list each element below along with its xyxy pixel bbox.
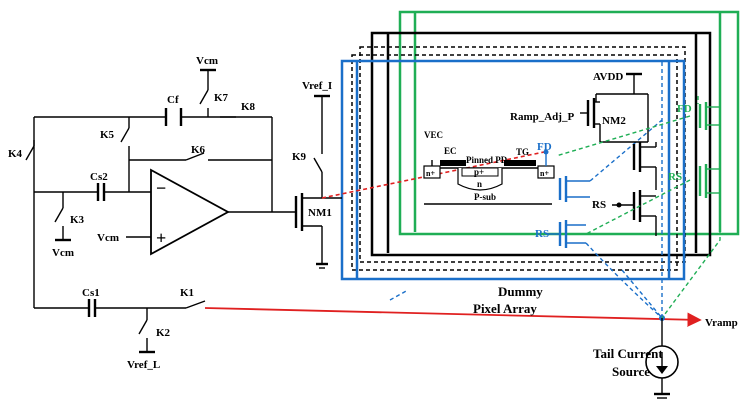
pixel-cell (423, 160, 555, 205)
label-n: n (477, 179, 482, 189)
label-vcm-top: Vcm (196, 55, 218, 67)
label-vec: VEC (424, 130, 443, 140)
k5-switch (120, 127, 130, 143)
pixel-array-frames (340, 10, 740, 281)
k3-switch (54, 207, 64, 223)
frame-green (398, 10, 740, 236)
label-n-plus-left: n+ (426, 169, 435, 178)
label-p-sub: P-sub (474, 192, 496, 202)
p-plus-layer (461, 167, 499, 177)
label-tg: TG (516, 147, 529, 157)
label-k6: K6 (191, 144, 206, 156)
label-k5: K5 (100, 129, 115, 141)
label-vcm-k3: Vcm (52, 247, 74, 259)
label-fd-green: FD (677, 103, 692, 115)
frame-blue (340, 59, 686, 281)
label-fd-blue: FD (537, 141, 552, 153)
label-n-plus-right: n+ (540, 169, 549, 178)
k1-switch (185, 300, 206, 309)
blue-network (389, 62, 665, 321)
ec-gate (440, 160, 466, 166)
label-nm2: NM2 (602, 115, 626, 127)
k6-switch (185, 152, 205, 161)
frame-dashed-2 (351, 54, 678, 271)
label-nm1: NM1 (308, 207, 332, 219)
label-cs2: Cs2 (90, 171, 108, 183)
k9-switch (313, 157, 323, 173)
label-opamp-minus: − (156, 178, 166, 198)
label-ec: EC (444, 146, 457, 156)
green-network (555, 96, 721, 319)
label-k8: K8 (241, 101, 256, 113)
label-rs-green: RS (668, 171, 682, 183)
label-rs-blue: RS (535, 228, 549, 240)
label-vref-i: Vref_I (302, 80, 332, 92)
label-dummy-line2: Pixel Array (473, 301, 537, 316)
k2-switch (138, 319, 148, 335)
label-tail-line1: Tail Current (593, 346, 663, 361)
label-vref-l: Vref_L (127, 359, 160, 371)
label-vramp: Vramp (705, 317, 738, 329)
label-vcm-opamp: Vcm (97, 232, 119, 244)
frame-dashed (359, 46, 686, 263)
label-opamp-plus: + (156, 228, 166, 248)
label-avdd: AVDD (593, 71, 623, 83)
vramp-arrow (204, 307, 702, 327)
label-p-plus: p+ (474, 167, 484, 177)
black-transistors (580, 72, 657, 236)
label-tail-line2: Source (612, 364, 650, 379)
label-rs-black: RS (592, 199, 606, 211)
k4-switch (25, 145, 35, 161)
frame-black-back (370, 31, 712, 257)
label-k7: K7 (214, 92, 229, 104)
label-pinned-pd: Pinned PD (466, 155, 508, 165)
label-k9: K9 (292, 151, 307, 163)
label-cs1: Cs1 (82, 287, 100, 299)
label-ramp-adj-p: Ramp_Adj_P (510, 111, 574, 123)
opamp (150, 168, 230, 256)
label-k1: K1 (180, 287, 194, 299)
tail-current-source (645, 318, 679, 399)
ramp-generator (25, 68, 296, 354)
labels: Vcm K7 Cf K8 K5 K6 K4 Cs2 K3 Vcm Vcm − +… (8, 55, 738, 379)
label-k2: K2 (156, 327, 171, 339)
tg-gate (504, 160, 536, 166)
label-k4: K4 (8, 148, 23, 160)
label-k3: K3 (70, 214, 85, 226)
label-dummy-line1: Dummy (498, 284, 543, 299)
label-cf: Cf (167, 94, 179, 106)
nm1-transistor (294, 94, 342, 269)
k7-switch (199, 89, 209, 105)
